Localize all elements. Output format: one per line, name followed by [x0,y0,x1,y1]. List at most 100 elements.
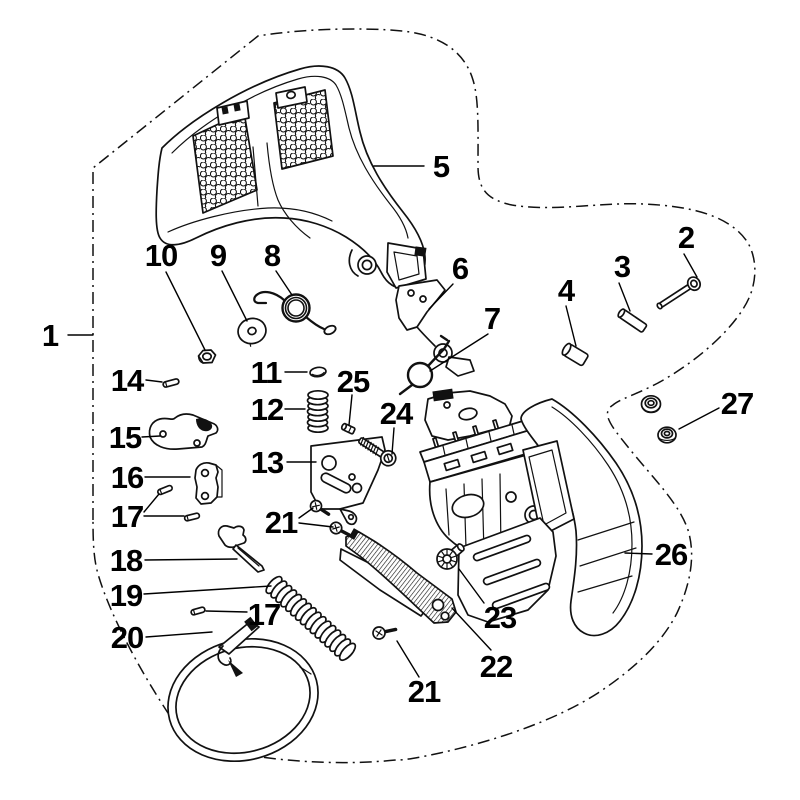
part-number-label-17a: 17 [111,499,143,534]
part-21-screw-2 [329,521,351,537]
part-number-label-12: 12 [251,392,283,427]
part-number-label-14: 14 [111,363,145,398]
callout-4: 4 [558,273,577,347]
part-21-screw-3 [372,626,398,640]
leader-line-3 [618,282,631,312]
callout-14: 14 [111,363,163,398]
leader-line-19 [143,585,272,595]
callout-2: 2 [678,220,698,278]
callout-21a: 21 [265,505,334,540]
leader-line-8 [275,270,293,296]
callout-11: 11 [251,355,308,390]
callout-15: 15 [109,420,161,455]
part-number-label-1: 1 [42,318,59,353]
part-4-bushing [561,342,589,367]
part-number-label-6: 6 [452,251,469,286]
callout-20: 20 [111,620,213,655]
part-number-label-27: 27 [721,386,753,421]
part-23-adjuster-screw [436,543,465,570]
part-number-label-21a: 21 [265,505,298,540]
part-20-brake-band [167,616,319,763]
leader-line-25 [348,394,353,426]
part-number-label-9: 9 [210,238,227,273]
part-16-latch [194,461,223,505]
callout-21b: 21 [396,640,442,709]
callout-16: 16 [111,460,191,495]
leader-line-22 [451,607,492,651]
leader-line-17b [205,610,248,613]
part-number-label-22: 22 [480,649,512,684]
part-number-label-4: 4 [558,273,576,308]
part-17-pin-1 [157,484,173,496]
part-2-bolt [656,276,702,310]
callout-3: 3 [614,249,632,312]
callout-19: 19 [110,578,272,613]
part-26-clutch-cover-assembly [419,388,643,637]
part-3-sleeve [617,308,648,333]
callout-25: 25 [337,364,371,426]
part-number-label-8: 8 [264,238,281,273]
part-27-flange-nut-1 [640,394,662,414]
callout-23: 23 [458,568,518,635]
part-number-label-13: 13 [251,445,284,480]
leader-line-20 [145,631,213,638]
callout-12: 12 [251,392,306,427]
part-6-brake-lever [395,279,475,377]
part-14-pin [162,378,180,388]
part-9-washer [237,317,267,347]
leader-line-26 [624,552,653,555]
leader-line-18 [144,558,238,561]
leader-line-27 [678,407,720,430]
part-17-pin-3 [190,606,206,616]
leader-line-23 [458,568,485,604]
part-22-brake-lever-arm [339,528,457,624]
callout-10: 10 [145,238,206,351]
part-17-pin-2 [183,512,201,522]
leader-line-6 [428,283,454,310]
part-5-hand-guard [155,65,427,289]
leader-line-14 [145,379,163,383]
callout-1: 1 [42,318,94,353]
part-7-brake-spring [398,334,451,396]
leader-line-4 [565,305,577,347]
callout-8: 8 [264,238,293,296]
callouts-layer: 1234567891011121314151617171819202121222… [42,149,754,709]
callout-9: 9 [210,238,248,322]
part-number-label-15: 15 [109,420,142,455]
part-15-bracket [148,413,219,450]
part-10-hex-nut [197,349,217,364]
part-18-latch-pin [217,525,265,573]
part-number-label-20: 20 [111,620,143,655]
part-number-label-3: 3 [614,249,631,284]
part-number-label-5: 5 [433,149,450,184]
part-21-screw-1 [309,499,331,516]
part-number-label-16: 16 [111,460,144,495]
callout-17a: 17 [111,493,185,534]
part-19-band-spring [265,575,357,662]
leader-line-21a [298,522,334,528]
callout-7: 7 [429,301,501,372]
leader-line-21b [396,640,420,678]
part-number-label-26: 26 [655,537,688,572]
part-number-label-10: 10 [145,238,177,273]
callout-6: 6 [428,251,470,310]
leader-line-2 [683,253,698,278]
leader-line-10 [165,271,206,351]
callout-13: 13 [251,445,317,480]
part-number-label-7: 7 [484,301,500,336]
leader-line-15 [141,435,161,438]
part-25-plug-screw [340,422,356,435]
callout-17b: 17 [205,597,281,632]
part-number-label-11: 11 [251,355,283,390]
part-number-label-19: 19 [110,578,143,613]
part-11-plug [309,366,327,378]
leader-line-17a [143,493,160,513]
part-27-flange-nut-2 [657,426,677,444]
part-13-guide-plate [310,436,386,526]
part-number-label-2: 2 [678,220,694,255]
part-number-label-18: 18 [110,543,143,578]
callout-27: 27 [678,386,754,430]
part-number-label-17b: 17 [248,597,280,632]
leader-line-21a [298,507,314,519]
callout-18: 18 [110,543,238,578]
